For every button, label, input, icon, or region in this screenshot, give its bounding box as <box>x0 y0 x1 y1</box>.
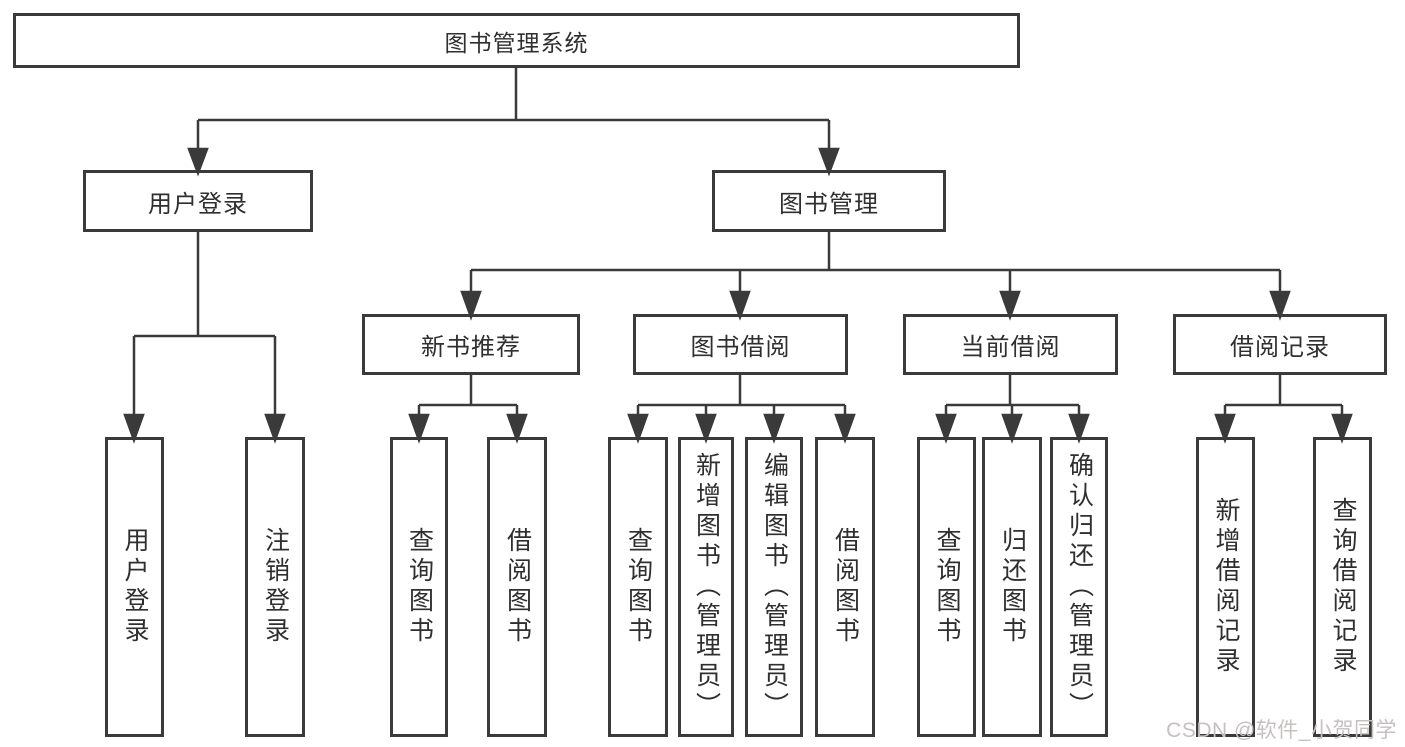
node-label: 新增借阅记录 <box>1212 497 1240 677</box>
node-label: 查询图书 <box>933 527 961 647</box>
node-new-book-recommendation: 新书推荐 <box>362 314 580 375</box>
node-label: 借阅记录 <box>1230 334 1330 361</box>
node-label: 新增图书（管理员） <box>692 452 721 722</box>
node-label: 编辑图书（管理员） <box>760 452 789 722</box>
node-label: 确认归还（管理员） <box>1065 452 1094 722</box>
node-label: 图书借阅 <box>690 334 791 361</box>
connector-root-to-level2 <box>187 68 840 177</box>
leaf-confirm-return-admin: 确认归还（管理员） <box>1050 437 1108 737</box>
leaf-logout: 注销登录 <box>245 437 305 737</box>
node-label: 注销登录 <box>261 527 290 647</box>
leaf-query-books-borrowing: 查询图书 <box>608 437 668 737</box>
leaf-query-books-current: 查询图书 <box>917 437 976 737</box>
node-label: 借阅图书 <box>831 527 860 647</box>
leaf-edit-books-admin: 编辑图书（管理员） <box>745 437 803 737</box>
node-label: 新书推荐 <box>421 334 521 361</box>
node-root-library-management-system: 图书管理系统 <box>13 13 1020 68</box>
leaf-add-borrow-record: 新增借阅记录 <box>1196 437 1255 737</box>
node-user-login: 用户登录 <box>83 170 313 232</box>
node-book-borrowing: 图书借阅 <box>633 314 848 375</box>
connector-book-borrowing-to-leaves <box>627 375 856 444</box>
leaf-borrow-books-borrowing: 借阅图书 <box>815 437 875 737</box>
leaf-query-borrow-record: 查询借阅记录 <box>1313 437 1372 737</box>
node-label: 用户登录 <box>148 190 248 218</box>
node-label: 当前借阅 <box>960 334 1061 361</box>
node-book-management: 图书管理 <box>712 170 946 232</box>
node-label: 借阅图书 <box>503 527 532 647</box>
leaf-add-books-admin: 新增图书（管理员） <box>678 437 734 737</box>
node-label: 查询图书 <box>405 527 434 647</box>
leaf-borrow-books-recommend: 借阅图书 <box>487 437 547 737</box>
node-label: 图书管理系统 <box>444 29 589 56</box>
node-label: 查询借阅记录 <box>1329 497 1357 677</box>
connector-current-borrowing-to-leaves <box>935 375 1090 444</box>
node-label: 用户登录 <box>121 527 149 647</box>
leaf-return-books: 归还图书 <box>982 437 1042 737</box>
node-label: 图书管理 <box>779 190 879 218</box>
node-current-borrowing: 当前借阅 <box>903 314 1118 375</box>
node-label: 查询图书 <box>624 527 653 647</box>
connector-borrow-records-to-leaves <box>1214 375 1353 444</box>
connector-user-login-to-leaves <box>123 232 286 444</box>
node-label: 归还图书 <box>998 527 1027 647</box>
connector-new-book-to-leaves <box>408 375 528 444</box>
node-borrowing-records: 借阅记录 <box>1173 314 1387 375</box>
leaf-user-login: 用户登录 <box>105 437 164 737</box>
leaf-query-books-recommend: 查询图书 <box>390 437 448 737</box>
connector-book-management-to-level3 <box>460 232 1291 321</box>
